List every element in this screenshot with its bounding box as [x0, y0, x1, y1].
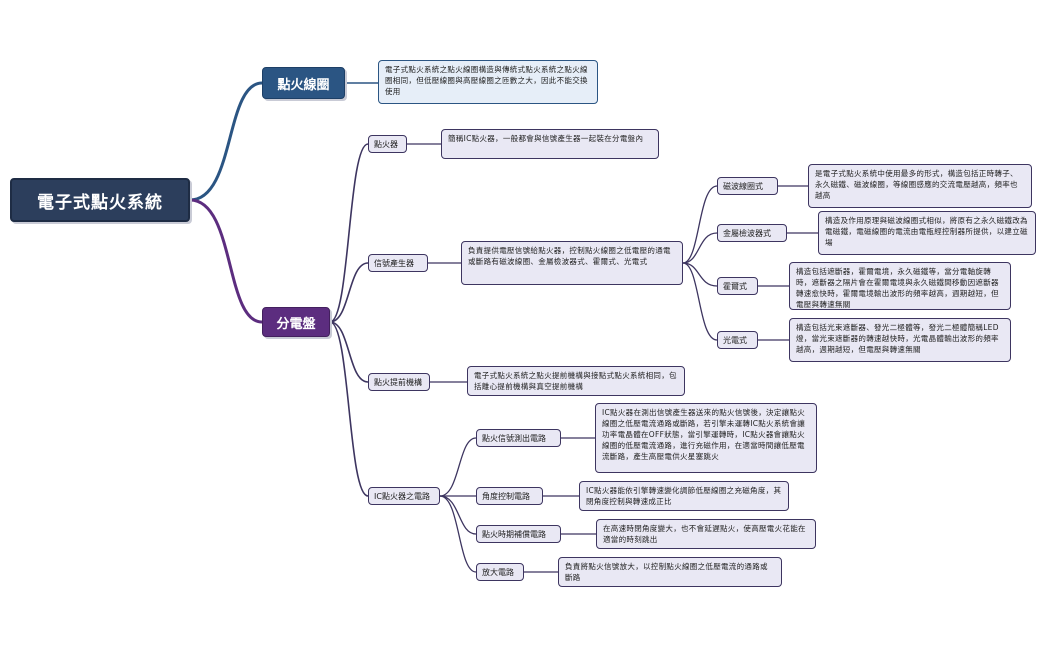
type-magnetic-coil[interactable]: 磁波線圈式: [717, 177, 778, 195]
branch-distributor[interactable]: 分電盤: [262, 307, 330, 337]
sub-ic-circuit[interactable]: IC點火器之電路: [368, 487, 440, 505]
link-dist-igniter: [329, 143, 369, 323]
link-root-coil: [188, 81, 264, 202]
circuit-timing-compensation[interactable]: 點火時期補償電路: [476, 525, 561, 543]
root-node[interactable]: 電子式點火系統: [10, 178, 190, 222]
circuit-angle-control-note: IC點火器能依引擎轉速變化調節低壓線圈之充磁角度，其閉角度控制與轉速成正比: [579, 481, 789, 511]
type-magnetic-coil-note: 是電子式點火系統中使用最多的形式，構造包括正時轉子、永久磁鐵、磁波線圈，等線圈感…: [808, 164, 1032, 208]
link-signal-type2: [682, 232, 718, 264]
advance-note: 電子式點火系統之點火提前機構與接點式點火系統相同，包括離心提前機構與真空提前機構: [467, 366, 685, 396]
link-dist-signal: [329, 262, 369, 323]
type-hall[interactable]: 霍爾式: [717, 277, 758, 295]
branch-coil[interactable]: 點火線圈: [262, 67, 345, 99]
link-dist-circuit: [329, 321, 369, 497]
link-circuit-c1: [439, 437, 477, 497]
type-metal-detector-note: 構造及作用原理與磁波線圈式相似，將原有之永久磁鐵改為電磁鐵，電磁線圈的電流由電瓶…: [818, 211, 1036, 255]
circuit-signal-detect[interactable]: 點火信號測出電路: [476, 429, 561, 447]
sub-advance-mechanism[interactable]: 點火提前機構: [368, 373, 430, 391]
link-signal-type1: [682, 185, 718, 264]
circuit-angle-control[interactable]: 角度控制電路: [476, 487, 543, 505]
type-metal-detector[interactable]: 金屬檢波器式: [717, 224, 787, 242]
circuit-timing-compensation-note: 在高速時閉角度變大，也不會延遲點火，使高壓電火花能在適當的時刻跳出: [596, 519, 816, 549]
sub-igniter[interactable]: 點火器: [368, 135, 407, 153]
type-hall-note: 構造包括遮斷器，霍爾電境，永久磁鐵等，當分電軸旋轉時，遮斷器之隔片會在霍爾電境與…: [789, 262, 1011, 310]
circuit-amplifier[interactable]: 放大電路: [476, 563, 524, 581]
link-dist-advance: [329, 321, 369, 383]
link-circuit-c4: [439, 495, 477, 573]
signal-note: 負責提供電壓信號給點火器，控制點火線圈之低電壓的通電或斷路有磁波線圈、金屬檢波器…: [461, 241, 683, 285]
link-signal-type4: [682, 262, 718, 341]
igniter-note: 簡稱IC點火器，一般都會與信號產生器一起裝在分電盤內: [441, 129, 659, 159]
link-root-distributor: [188, 198, 264, 324]
coil-note: 電子式點火系統之點火線圈構造與傳統式點火系統之點火線圈相同，但低壓線圈與高壓線圈…: [378, 60, 598, 104]
circuit-amplifier-note: 負責將點火信號放大，以控制點火線圈之低壓電流的通路或斷路: [558, 557, 782, 587]
type-optical[interactable]: 光電式: [717, 331, 758, 349]
sub-signal-generator[interactable]: 信號產生器: [368, 254, 428, 272]
type-optical-note: 構造包括光束遮斷器、發光二極體等，發光二極體簡稱LED燈，當光束遮斷器的轉速越快…: [789, 318, 1011, 362]
circuit-signal-detect-note: IC點火器在測出信號產生器送來的點火信號後，決定讓點火線圈之低壓電流通路或斷路，…: [595, 403, 817, 473]
